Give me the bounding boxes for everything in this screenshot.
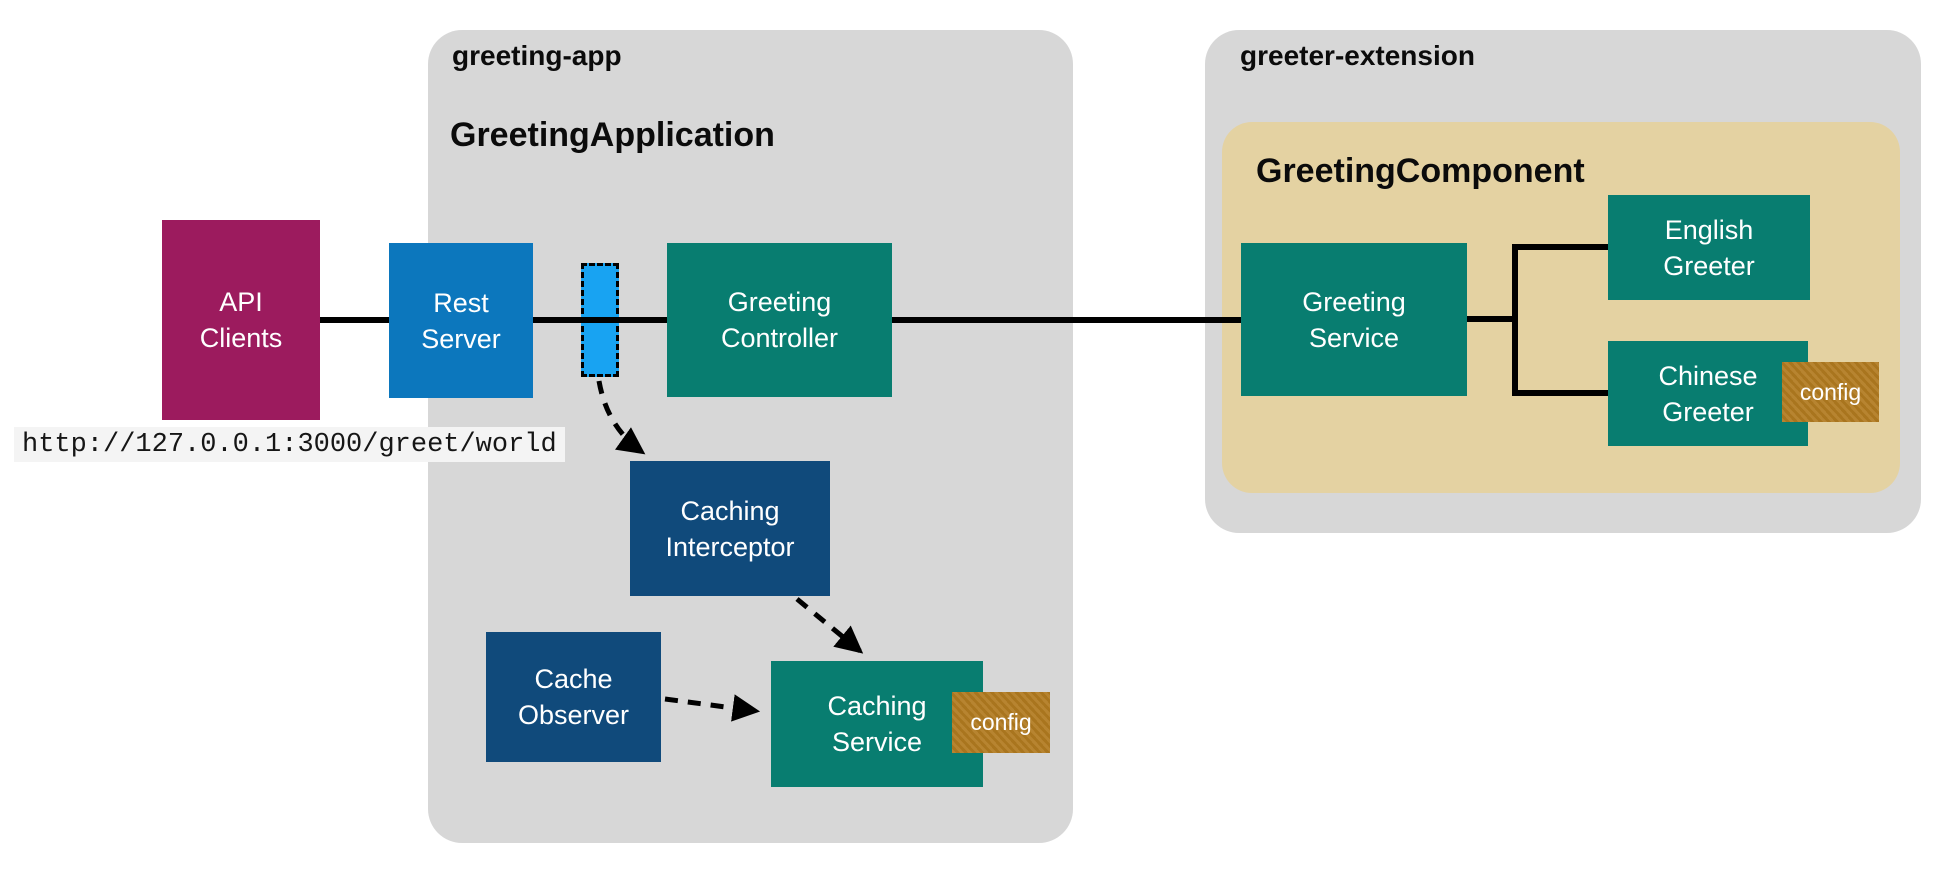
chinese-greeter-config-label: config	[1799, 378, 1862, 405]
api-clients-box: API Clients	[162, 220, 320, 420]
caching-service-label: Caching Service	[827, 691, 927, 757]
caching-interceptor-label: Caching Interceptor	[665, 495, 795, 562]
english-greeter-label: English Greeter	[1663, 214, 1755, 281]
chinese-greeter-config-tag: config	[1782, 362, 1879, 422]
caching-interceptor-box: Caching Interceptor	[630, 461, 830, 596]
chinese-greeter-box: Chinese Greeter	[1608, 341, 1808, 446]
caching-service-config-label: config	[970, 709, 1032, 735]
greeting-controller-box: Greeting Controller	[667, 243, 892, 397]
greeting-controller-label: Greeting Controller	[720, 287, 839, 353]
caching-service-config-tag: config	[952, 692, 1050, 753]
request-url-annotation: http://127.0.0.1:3000/greet/world	[14, 427, 565, 462]
english-greeter-box: English Greeter	[1608, 195, 1810, 300]
greeting-service-box: Greeting Service	[1241, 243, 1467, 396]
caching-service-box: Caching Service	[771, 661, 983, 787]
request-interception-point	[581, 263, 619, 377]
rest-server-box: Rest Server	[389, 243, 533, 398]
greeting-service-label: Greeting Service	[1302, 286, 1406, 353]
cache-observer-box: Cache Observer	[486, 632, 661, 762]
api-clients-label: API Clients	[199, 287, 283, 353]
greeting-component-title: GreetingComponent	[1256, 152, 1585, 190]
rest-server-label: Rest Server	[421, 287, 501, 354]
greeting-application-title: GreetingApplication	[450, 116, 775, 154]
cache-observer-label: Cache Observer	[517, 664, 630, 730]
greeter-extension-label: greeter-extension	[1240, 40, 1475, 71]
chinese-greeter-label: Chinese Greeter	[1658, 360, 1758, 427]
greeting-app-label: greeting-app	[452, 40, 622, 71]
